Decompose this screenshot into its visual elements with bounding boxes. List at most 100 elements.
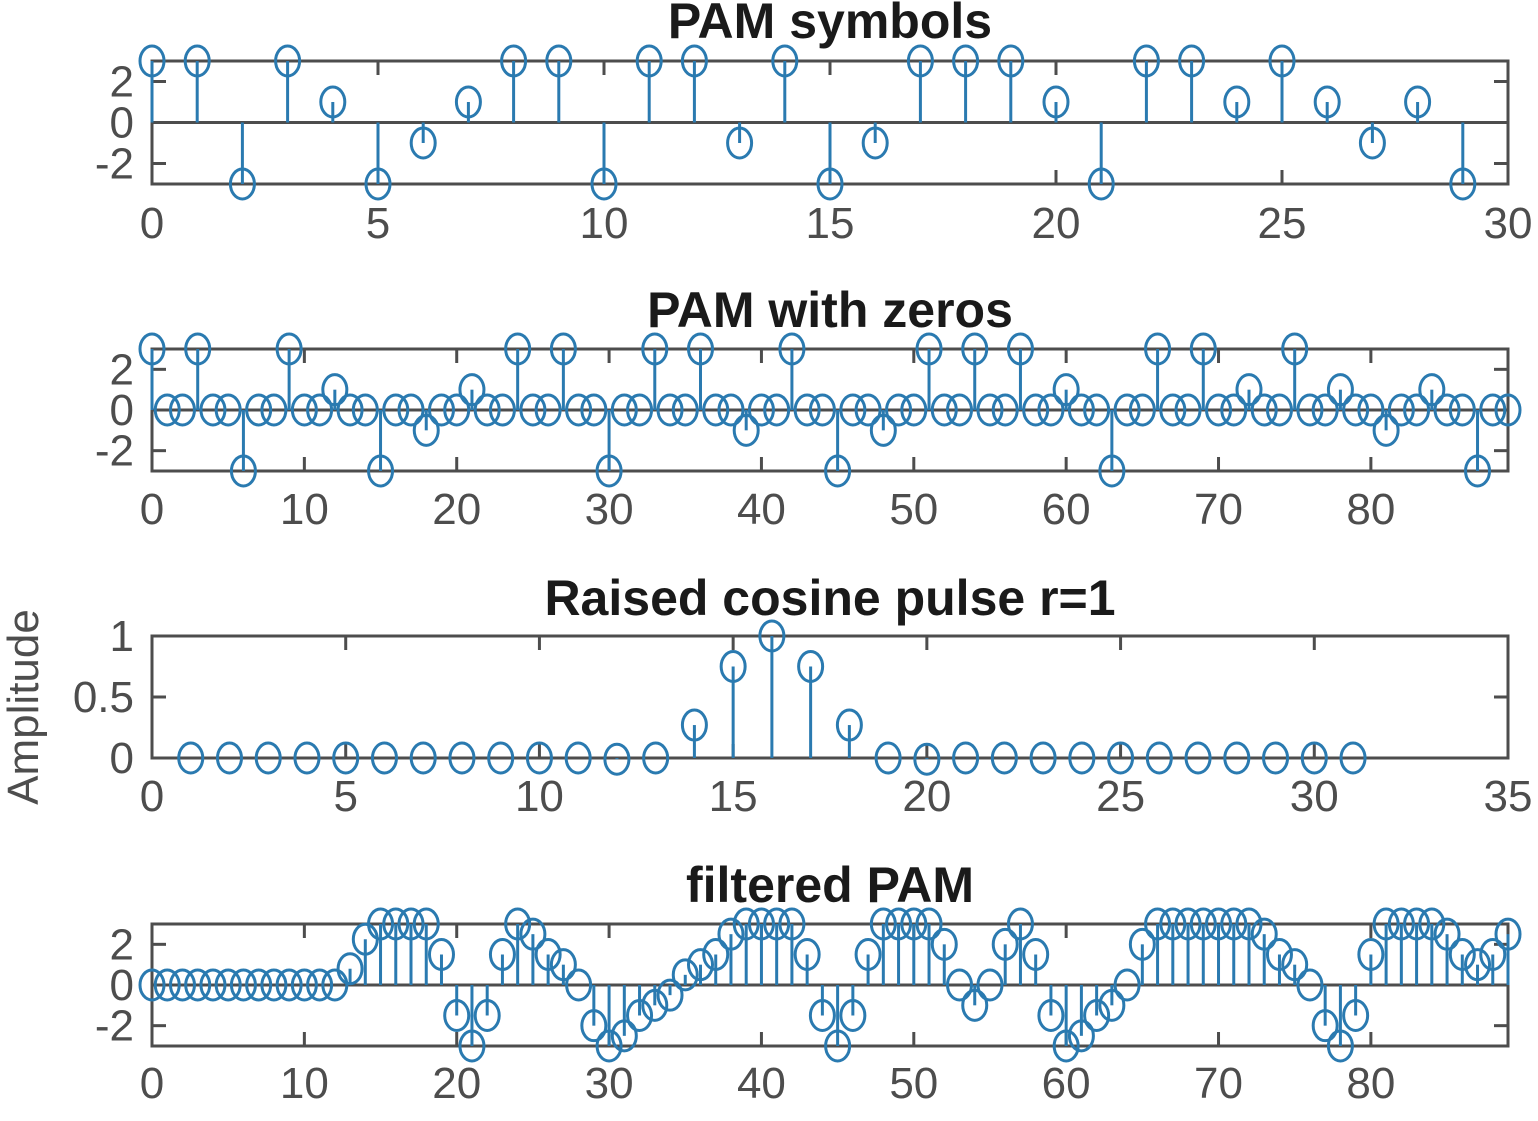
stem-marker <box>726 126 754 160</box>
y-tick-label: 0 <box>110 961 134 1010</box>
stem-marker <box>816 167 844 201</box>
stem-marker <box>370 741 398 775</box>
stem-marker <box>1083 393 1111 427</box>
stem-marker <box>488 393 516 427</box>
subplot-title: Raised cosine pulse r=1 <box>544 570 1115 626</box>
stem-marker <box>214 968 242 1002</box>
y-tick-label: 2 <box>110 58 134 107</box>
stem-marker <box>565 393 593 427</box>
stem-marker <box>946 393 974 427</box>
stem-marker <box>680 44 708 78</box>
subplot-title: filtered PAM <box>686 857 974 913</box>
stem-marker <box>1132 44 1160 78</box>
stem-marker <box>1174 907 1202 941</box>
stem-marker <box>1281 332 1309 366</box>
stem-marker <box>1098 988 1126 1022</box>
stem-marker <box>671 393 699 427</box>
stem-marker <box>946 968 974 1002</box>
stem-marker <box>319 85 347 119</box>
stem-marker <box>1342 999 1370 1032</box>
stem-marker <box>915 332 943 366</box>
stem-marker <box>1144 907 1172 941</box>
stem-marker <box>199 968 227 1002</box>
stem-marker <box>1052 373 1080 407</box>
stem-marker <box>900 393 928 427</box>
stem-marker <box>1326 373 1354 407</box>
stem-marker <box>1006 907 1034 941</box>
x-tick-label: 20 <box>902 772 951 821</box>
stem-marker <box>412 907 440 941</box>
stem-marker <box>797 650 825 683</box>
stem-marker <box>184 968 212 1002</box>
stem-marker <box>336 952 364 986</box>
stem-marker <box>610 393 638 427</box>
stem-marker <box>1418 907 1446 941</box>
stem-marker <box>1235 907 1263 941</box>
y-tick-label: -2 <box>95 1002 134 1051</box>
stem-marker <box>487 741 515 775</box>
stem-marker <box>153 968 181 1002</box>
stem-marker <box>138 332 166 366</box>
stem-marker <box>1067 393 1095 427</box>
stem-marker <box>168 968 196 1002</box>
stem-marker <box>671 958 699 992</box>
x-tick-label: 50 <box>889 1059 938 1108</box>
stem-marker <box>245 393 273 427</box>
stem-marker <box>824 1029 852 1063</box>
x-tick-label: 80 <box>1346 485 1395 534</box>
x-tick-label: 20 <box>432 1059 481 1108</box>
stem-marker <box>214 393 242 427</box>
stem-marker <box>991 393 1019 427</box>
stem-marker <box>525 741 553 775</box>
stem-marker <box>1418 373 1446 407</box>
stem-marker <box>229 454 257 488</box>
stem-marker <box>603 742 631 776</box>
stem-marker <box>1387 393 1415 427</box>
stem-marker <box>458 1029 486 1063</box>
stem-marker <box>382 393 410 427</box>
x-tick-label: 15 <box>806 199 855 248</box>
stem-marker <box>519 393 547 427</box>
stem-marker <box>1128 927 1156 961</box>
stem-marker <box>1403 907 1431 941</box>
stem-marker <box>900 907 928 941</box>
stem-marker <box>1029 741 1057 775</box>
stem-marker <box>976 968 1004 1002</box>
stem-marker <box>1387 907 1415 941</box>
stem-marker <box>427 393 455 427</box>
stem-marker <box>382 907 410 941</box>
stem-marker <box>351 393 379 427</box>
stem-marker <box>1300 741 1328 775</box>
stem-marker <box>1357 938 1385 971</box>
x-tick-label: 25 <box>1258 199 1307 248</box>
x-tick-label: 40 <box>737 1059 786 1108</box>
stem-marker <box>1250 917 1278 951</box>
x-tick-label: 70 <box>1194 1059 1243 1108</box>
x-tick-label: 0 <box>140 485 164 534</box>
stem-marker <box>997 44 1025 78</box>
stem-marker <box>915 907 943 941</box>
stem-marker <box>332 741 360 775</box>
stem-marker <box>177 741 205 775</box>
stem-marker <box>1145 741 1173 775</box>
stem-marker <box>976 393 1004 427</box>
stem-marker <box>1083 999 1111 1032</box>
stem-marker <box>245 968 273 1002</box>
stem-marker <box>153 393 181 427</box>
stem-marker <box>763 393 791 427</box>
stem-marker <box>1037 393 1065 427</box>
stem-marker <box>686 332 714 366</box>
x-tick-label: 25 <box>1096 772 1145 821</box>
stem-marker <box>913 742 941 776</box>
x-tick-label: 20 <box>432 485 481 534</box>
stem-marker <box>500 44 528 78</box>
stem-marker <box>1262 741 1290 775</box>
stem-marker <box>854 393 882 427</box>
stem-marker <box>183 44 211 78</box>
stem-marker <box>1342 393 1370 427</box>
stem-marker <box>869 907 897 941</box>
stem-marker <box>443 393 471 427</box>
x-tick-label: 10 <box>515 772 564 821</box>
